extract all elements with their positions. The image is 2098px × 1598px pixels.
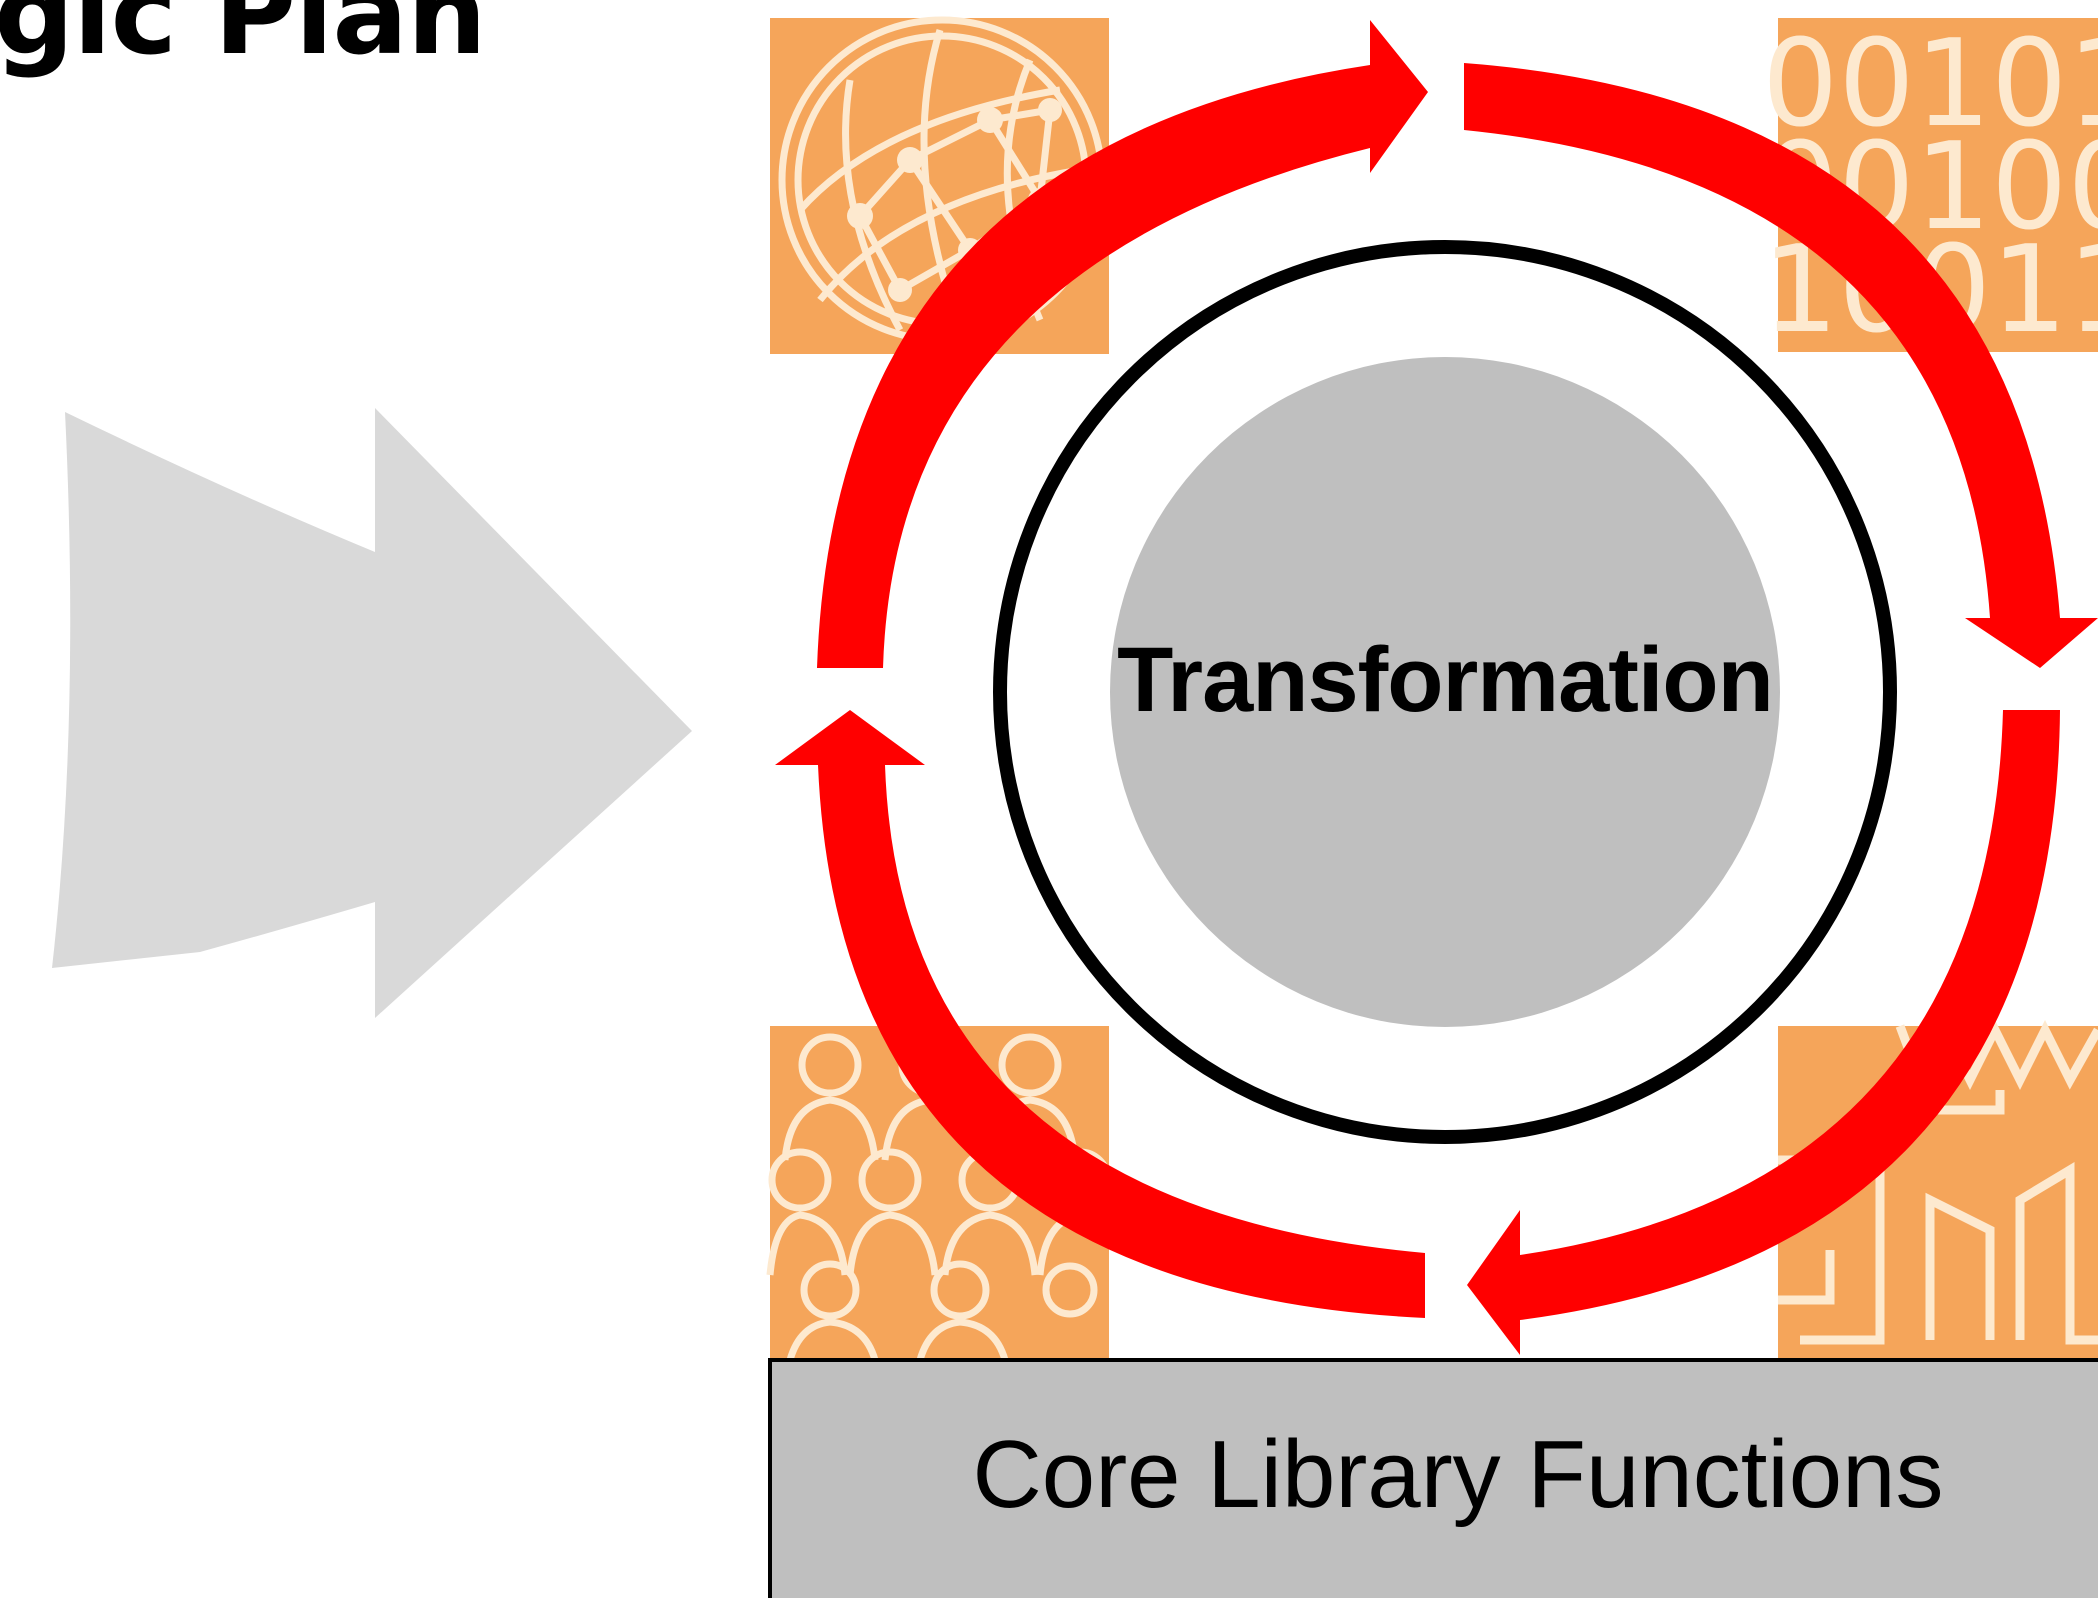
core-library-bar xyxy=(768,1358,2098,1598)
cycle-arrow-bottom-left xyxy=(775,710,1425,1318)
slide-title: gic Plan xyxy=(0,0,487,80)
binary-row: 0010101 xyxy=(1762,15,2098,154)
inner-ring xyxy=(993,240,1897,1144)
chevron-arrow-shape xyxy=(52,408,692,1018)
center-circle xyxy=(1110,357,1780,1027)
core-library-label: Core Library Functions xyxy=(972,1421,1944,1528)
cycle-arrow-top-right xyxy=(1464,63,2098,668)
cycle-arrow-bottom-right xyxy=(1467,710,2060,1355)
cycle-arrows xyxy=(775,20,2098,1355)
center-label: Transformation xyxy=(1117,629,1774,731)
cycle-arrow-top-left xyxy=(817,20,1428,668)
